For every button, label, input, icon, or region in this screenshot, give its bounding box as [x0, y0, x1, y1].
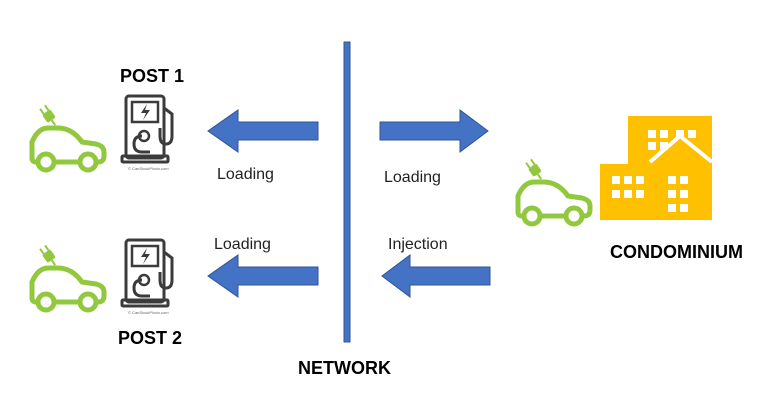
- network-line: [343, 41, 351, 343]
- post2-loading-label: Loading: [214, 236, 271, 253]
- watermark-post2: © CanStockPhoto.com: [128, 310, 169, 315]
- car-post1-icon: [32, 104, 104, 170]
- arrow-network-to-post1: [207, 109, 319, 153]
- arrow-network-to-condo: [379, 109, 489, 153]
- condominium-title: CONDOMINIUM: [610, 242, 743, 262]
- post1-title: POST 1: [120, 66, 185, 86]
- post1-loading-label: Loading: [217, 166, 274, 183]
- charger-post1-icon: [120, 94, 174, 164]
- arrow-network-to-post2: [207, 254, 319, 298]
- car-post2-icon: [32, 244, 104, 310]
- post2-title: POST 2: [118, 328, 183, 348]
- condo-injection-label: Injection: [388, 236, 448, 253]
- watermark-post1: © CanStockPhoto.com: [128, 166, 169, 171]
- condo-loading-label: Loading: [384, 169, 441, 186]
- arrow-condo-to-network: [381, 254, 491, 298]
- network-title: NETWORK: [298, 358, 391, 378]
- charger-post2-icon: [120, 238, 174, 308]
- building-icon: [600, 116, 714, 220]
- car-condo-icon: [518, 158, 590, 224]
